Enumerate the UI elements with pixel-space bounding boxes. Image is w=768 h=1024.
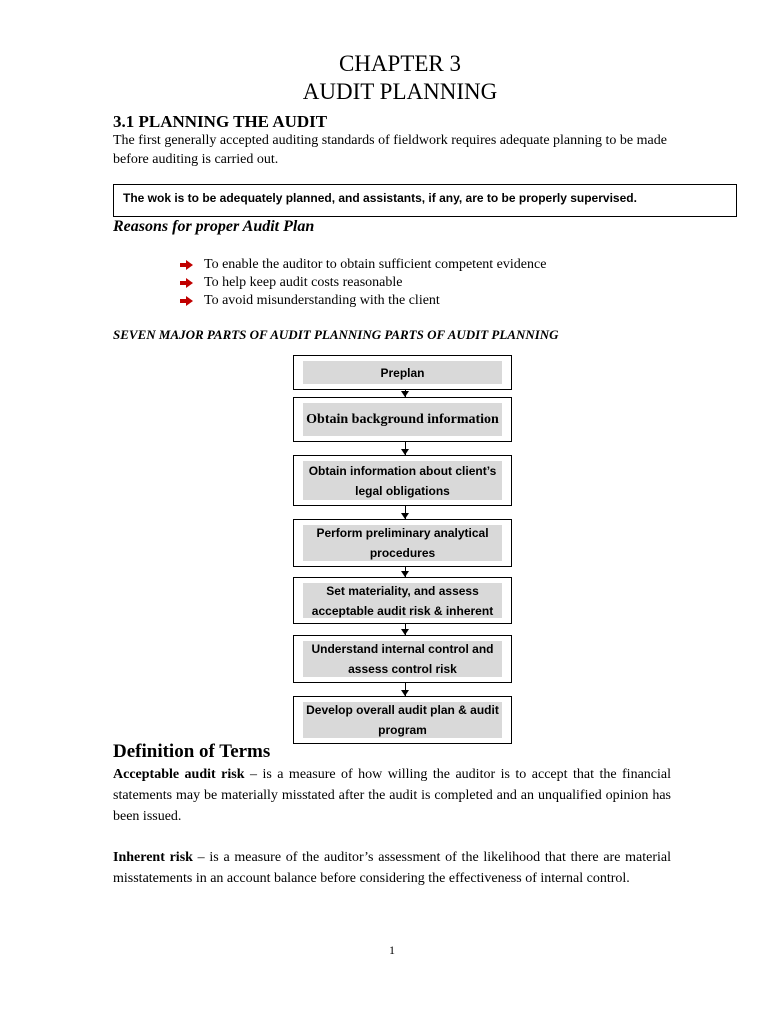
flowchart-heading: SEVEN MAJOR PARTS OF AUDIT PLANNING PART…	[113, 327, 559, 342]
standard-callout-box: The wok is to be adequately planned, and…	[113, 184, 737, 217]
reason-text: To avoid misunderstanding with the clien…	[204, 293, 440, 308]
flow-step-materiality: Set materiality, and assess acceptable a…	[293, 577, 512, 624]
flow-step-label: Obtain background information	[303, 403, 502, 436]
arrow-down-icon	[401, 449, 409, 455]
chapter-number: CHAPTER 3	[338, 51, 462, 76]
section-heading: 3.1 PLANNING THE AUDIT	[113, 112, 328, 131]
definition-text: – is a measure of the auditor’s assessme…	[113, 850, 671, 886]
arrow-down-icon	[401, 513, 409, 519]
definitions-heading: Definition of Terms	[113, 741, 271, 762]
red-arrow-bullet-icon	[180, 296, 194, 306]
definition-term: Acceptable audit risk	[113, 767, 245, 782]
flow-step-internal-control: Understand internal control and assess c…	[293, 635, 512, 683]
flow-step-label: Set materiality, and assess acceptable a…	[303, 583, 502, 618]
flow-step-legal-obligations: Obtain information about client’s legal …	[293, 455, 512, 506]
flow-step-label: Perform preliminary analytical procedure…	[303, 525, 502, 561]
reason-text: To help keep audit costs reasonable	[204, 275, 403, 290]
red-arrow-bullet-icon	[180, 260, 194, 270]
chapter-title: AUDIT PLANNING	[302, 79, 498, 104]
definition-inherent-risk: Inherent risk – is a measure of the audi…	[113, 847, 671, 889]
definition-acceptable-audit-risk: Acceptable audit risk – is a measure of …	[113, 764, 671, 827]
page-number: 1	[389, 943, 395, 957]
section-intro: The first generally accepted auditing st…	[113, 133, 667, 167]
reasons-heading: Reasons for proper Audit Plan	[113, 218, 315, 235]
list-item: To avoid misunderstanding with the clien…	[180, 292, 546, 310]
arrow-down-icon	[401, 571, 409, 577]
flow-step-label: Preplan	[303, 361, 502, 384]
list-item: To enable the auditor to obtain sufficie…	[180, 256, 546, 274]
definition-text: – is a measure of how willing the audito…	[113, 767, 671, 824]
arrow-down-icon	[401, 690, 409, 696]
flow-step-background-info: Obtain background information	[293, 397, 512, 442]
flow-step-label: Obtain information about client’s legal …	[303, 461, 502, 500]
flow-step-label: Understand internal control and assess c…	[303, 641, 502, 677]
definition-term: Inherent risk	[113, 850, 193, 865]
callout-text: The wok is to be adequately planned, and…	[123, 191, 637, 205]
arrow-down-icon	[401, 391, 409, 397]
list-item: To help keep audit costs reasonable	[180, 274, 546, 292]
red-arrow-bullet-icon	[180, 278, 194, 288]
flow-step-analytical-procedures: Perform preliminary analytical procedure…	[293, 519, 512, 567]
flow-step-preplan: Preplan	[293, 355, 512, 390]
flow-step-audit-plan: Develop overall audit plan & audit progr…	[293, 696, 512, 744]
flow-step-label: Develop overall audit plan & audit progr…	[303, 702, 502, 738]
reasons-list: To enable the auditor to obtain sufficie…	[180, 256, 546, 310]
reason-text: To enable the auditor to obtain sufficie…	[204, 257, 547, 272]
arrow-down-icon	[401, 629, 409, 635]
